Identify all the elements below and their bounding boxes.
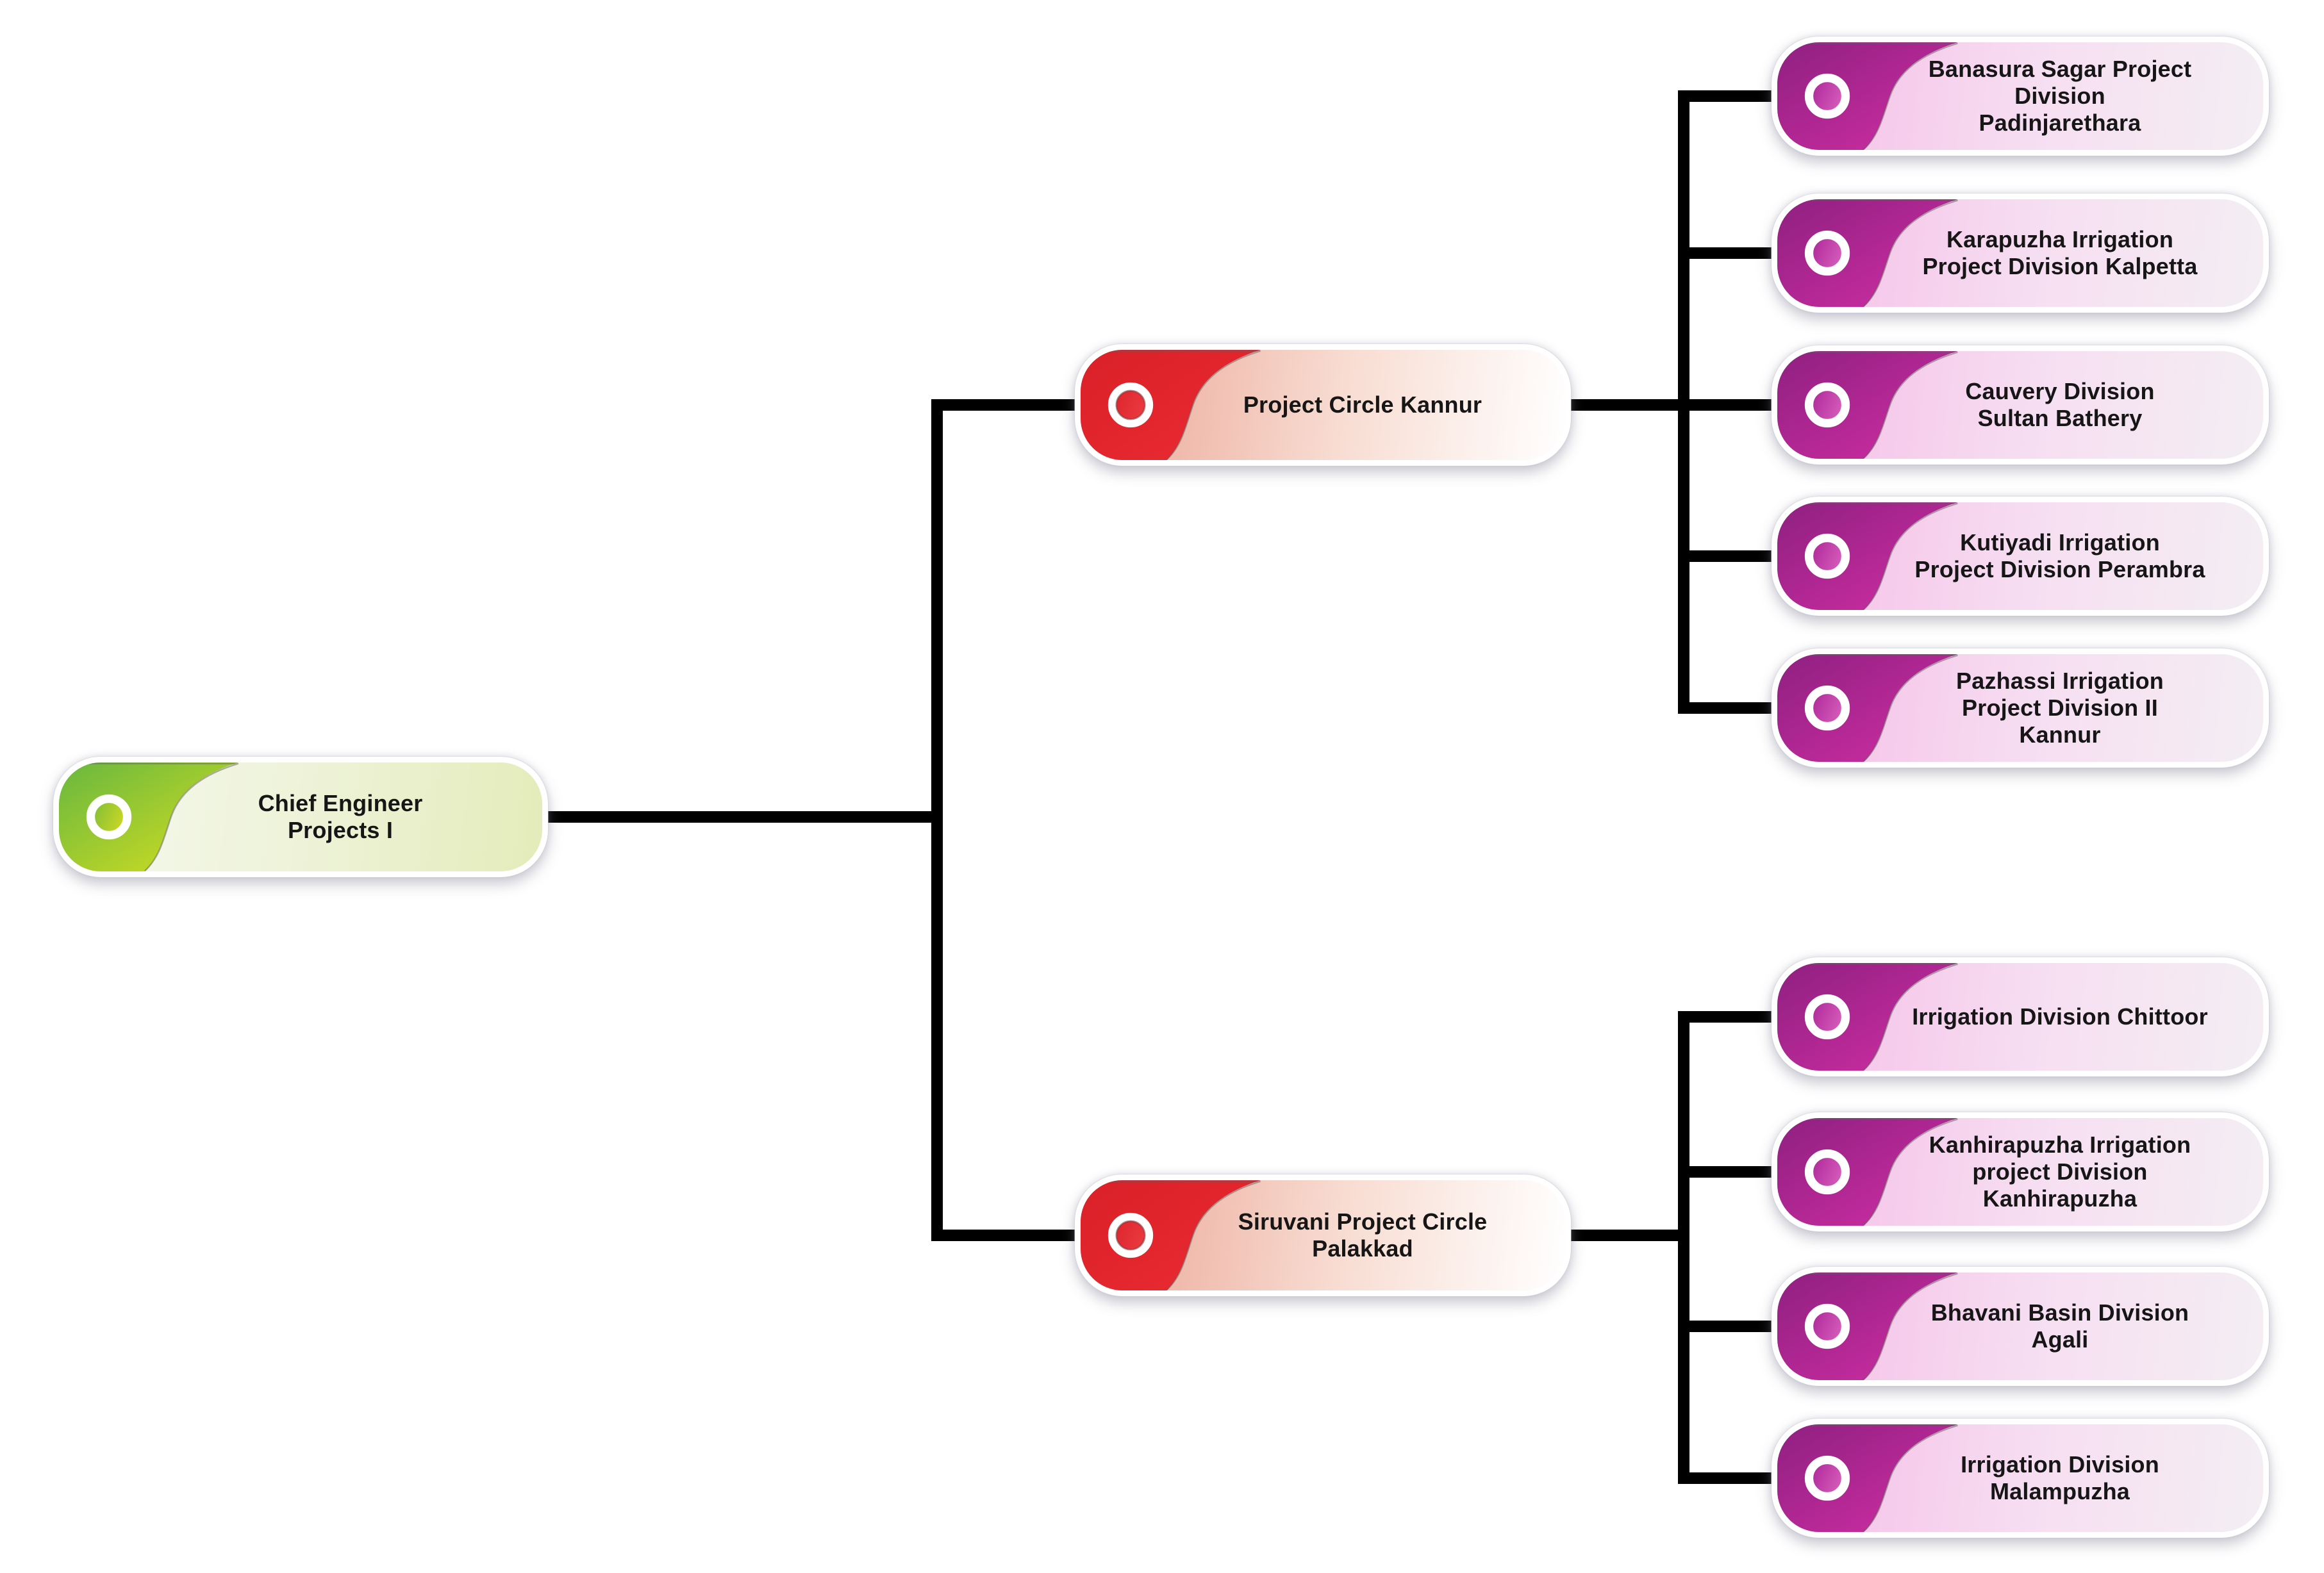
swoosh-shape [1777,502,1958,610]
node-label: Chief Engineer Projects I [258,790,423,843]
ring-icon [1108,382,1154,428]
node-label: Irrigation Division Malampuzha [1961,1451,2159,1504]
ring-icon [86,794,132,840]
swoosh-shape [1081,1180,1261,1290]
node-label: Irrigation Division Chittoor [1912,1003,2208,1030]
swoosh-shape [1777,654,1958,762]
node-label: Project Circle Kannur [1243,391,1482,418]
ring-icon [1804,1149,1850,1195]
swoosh-shape [59,762,239,871]
swoosh-shape [1777,1272,1958,1380]
swoosh-shape [1777,42,1958,150]
node-label: Cauvery Division Sultan Bathery [1965,378,2155,431]
node-chief-engineer-projects-1: Chief Engineer Projects I [53,757,548,877]
swoosh-shape [1081,350,1261,460]
swoosh-shape [1777,1424,1958,1532]
ring-icon [1804,382,1850,428]
ring-icon [1804,994,1850,1040]
tree-connector-path [542,90,1777,1484]
ring-icon [1804,533,1850,579]
node-irrigation-division-malampuzha: Irrigation Division Malampuzha [1772,1419,2269,1538]
node-label: Banasura Sagar Project Division Padinjar… [1928,56,2192,136]
node-label: Karapuzha Irrigation Project Division Ka… [1922,226,2198,279]
node-siruvani-project-circle-palakkad: Siruvani Project Circle Palakkad [1075,1174,1571,1296]
node-label: Pazhassi Irrigation Project Division II … [1956,668,2164,748]
ring-icon [1804,73,1850,119]
node-kanhirapuzha-irrigation-division: Kanhirapuzha Irrigation project Division… [1772,1112,2269,1231]
node-label: Kanhirapuzha Irrigation project Division… [1929,1132,2191,1212]
node-label: Siruvani Project Circle Palakkad [1238,1208,1488,1262]
ring-icon [1804,685,1850,731]
node-bhavani-basin-division: Bhavani Basin Division Agali [1772,1267,2269,1386]
node-karapuzha-irrigation-division: Karapuzha Irrigation Project Division Ka… [1772,194,2269,313]
node-kutiyadi-irrigation-division: Kutiyadi Irrigation Project Division Per… [1772,497,2269,616]
swoosh-shape [1777,963,1958,1071]
node-label: Bhavani Basin Division Agali [1930,1299,2189,1353]
ring-icon [1804,1303,1850,1349]
swoosh-shape [1777,199,1958,307]
node-pazhassi-irrigation-division: Pazhassi Irrigation Project Division II … [1772,648,2269,768]
ring-icon [1804,1455,1850,1501]
ring-icon [1108,1212,1154,1258]
ring-icon [1804,230,1850,276]
node-banasura-sagar-project-division: Banasura Sagar Project Division Padinjar… [1772,37,2269,156]
node-project-circle-kannur: Project Circle Kannur [1075,344,1571,466]
swoosh-shape [1777,351,1958,459]
swoosh-shape [1777,1118,1958,1226]
node-cauvery-division: Cauvery Division Sultan Bathery [1772,345,2269,465]
node-irrigation-division-chittoor: Irrigation Division Chittoor [1772,957,2269,1076]
node-label: Kutiyadi Irrigation Project Division Per… [1914,529,2205,582]
